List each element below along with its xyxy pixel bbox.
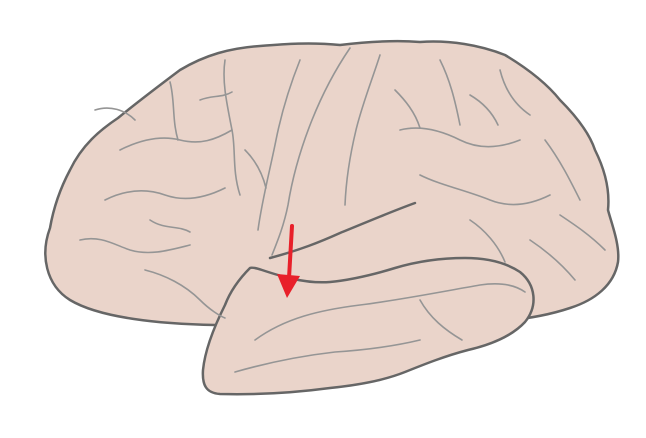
frontal-sulcus [149, 219, 191, 233]
frontal-sulcus [119, 129, 233, 151]
parietal-sulcus [469, 219, 506, 263]
temporal-lobe [201, 256, 535, 396]
lateral-sulcus [268, 201, 417, 260]
postcentral-sulcus [344, 54, 381, 206]
inferior-temporal-sulcus [234, 339, 421, 373]
parietal-sulcus [439, 59, 461, 126]
precentral-sulcus [257, 59, 301, 231]
occipital-sulcus [529, 239, 576, 281]
frontal-sulcus [104, 187, 226, 201]
frontal-sulcus [244, 149, 267, 189]
down-arrow-icon [277, 224, 300, 298]
central-sulcus [271, 47, 351, 256]
temporal-sulcus [419, 299, 463, 341]
parietal-sulcus [499, 69, 531, 116]
frontal-sulcus [79, 237, 191, 254]
occipital-sulcus [559, 214, 606, 251]
frontal-sulcus [199, 91, 233, 101]
parietal-sulcus [399, 127, 521, 148]
parietal-sulcus [394, 89, 421, 129]
frontal-sulcus [169, 81, 179, 141]
cerebrum-outline [44, 39, 620, 327]
frontal-sulcus [94, 107, 136, 121]
occipital-sulcus [544, 139, 581, 201]
frontal-sulcus [144, 269, 226, 319]
frontal-sulcus [223, 59, 241, 196]
superior-temporal-sulcus [254, 283, 526, 341]
parietal-sulcus [469, 94, 499, 126]
parietal-sulcus [419, 174, 551, 206]
